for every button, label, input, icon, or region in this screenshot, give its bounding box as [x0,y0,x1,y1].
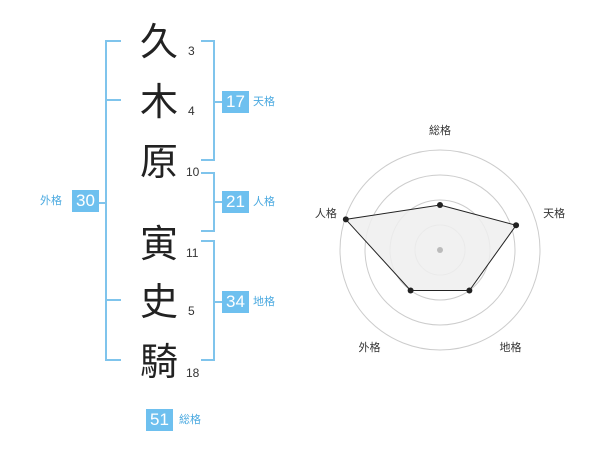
radar-ring-3 [364,174,516,326]
tenkaku-bracket-top [201,40,215,42]
chikaku-value: 34 [222,291,249,313]
name-char-6: 騎 [139,340,178,384]
radar-point-2 [513,222,520,229]
name-char-4: 寅 [139,222,178,266]
gaikaku-bracket [105,40,107,361]
gaikaku-label: 外格 [40,194,62,207]
gaikaku-value: 30 [72,190,99,212]
name-char-5: 史 [139,280,178,324]
tenkaku-value: 17 [222,91,249,113]
radar-point-4 [407,287,414,294]
chikaku-bracket-bottom [201,359,215,361]
jinkaku-bracket-bottom [201,230,215,232]
tenkaku-connector [213,101,223,103]
stroke-count-3: 10 [186,165,200,179]
radar-axis-label-1: 総格 [429,123,451,137]
name-char-2: 木 [139,80,178,124]
stroke-count-2: 4 [188,104,195,118]
gaikaku-connector [97,202,107,204]
radar-series-polygon [344,204,517,291]
name-char-1: 久 [139,20,178,64]
name-char-3: 原 [139,140,178,184]
radar-axis-label-4: 外格 [359,340,381,354]
gaikaku-bracket-bottom [105,359,121,361]
jinkaku-label: 人格 [253,195,275,208]
radar-center-dot [437,247,443,253]
jinkaku-bracket-top [201,172,215,174]
gaikaku-bracket-tick-1 [105,99,121,101]
radar-point-5 [342,216,349,223]
radar-axis-label-5: 人格 [315,206,337,220]
gaikaku-bracket-tick-2 [105,299,121,301]
radar-axis-label-2: 天格 [543,206,565,220]
chikaku-bracket [213,240,215,361]
stroke-count-5: 5 [188,304,195,318]
chikaku-label: 地格 [253,295,275,308]
radar-ring-4 [339,149,541,351]
stroke-count-4: 11 [186,246,199,260]
radar-point-1 [437,202,443,208]
stroke-count-6: 18 [186,366,200,380]
tenkaku-label: 天格 [253,95,275,108]
jinkaku-connector [213,201,223,203]
tenkaku-bracket [213,40,215,161]
jinkaku-value: 21 [222,191,249,213]
chikaku-connector [213,301,223,303]
soukaku-label: 総格 [179,413,201,426]
tenkaku-bracket-bottom [201,159,215,161]
stroke-count-1: 3 [188,44,195,58]
radar-axis-label-3: 地格 [500,340,522,354]
chikaku-bracket-top [201,240,215,242]
gaikaku-bracket-top [105,40,121,42]
soukaku-value: 51 [146,409,173,431]
radar-point-3 [466,287,473,294]
